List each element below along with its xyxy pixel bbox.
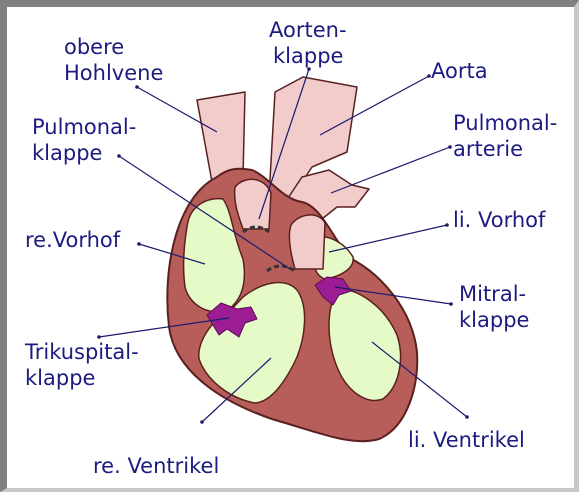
label-line: Hohlvene (64, 60, 163, 86)
label-line: Pulmonal- (32, 114, 136, 140)
leader-dot-li-ventrikel (465, 415, 469, 419)
label-line: Trikuspital- (25, 339, 139, 365)
pulmonary-root-shape (289, 215, 325, 269)
label-line: li. Ventrikel (408, 427, 525, 453)
label-pulmonalarterie: Pulmonal- arterie (453, 110, 557, 162)
label-line: klappe (32, 140, 136, 166)
leader-dot-re-vorhof (137, 242, 141, 246)
leader-dot-li-vorhof (445, 223, 449, 227)
label-line: li. Vorhof (453, 207, 545, 233)
leader-dot-mitralklappe (449, 302, 453, 306)
label-line: klappe (459, 307, 529, 333)
label-mitralklappe: Mitral- klappe (459, 281, 529, 333)
aorta-root-shape (235, 179, 271, 229)
label-obere-hohlvene: obere Hohlvene (64, 34, 163, 86)
label-li-ventrikel: li. Ventrikel (408, 427, 525, 453)
label-line: klappe (269, 43, 347, 69)
label-line: Aorten- (269, 17, 347, 43)
label-line: Mitral- (459, 281, 529, 307)
label-li-vorhof: li. Vorhof (453, 207, 545, 233)
label-line: klappe (25, 365, 139, 391)
label-line: Aorta (431, 58, 488, 84)
label-re-vorhof: re.Vorhof (25, 227, 120, 253)
label-line: re.Vorhof (25, 227, 120, 253)
label-line: arterie (453, 136, 557, 162)
label-trikuspitalklappe: Trikuspital- klappe (25, 339, 139, 391)
leader-pulmonalarterie (331, 147, 450, 193)
heart-illustration (167, 77, 417, 441)
label-line: obere (64, 34, 163, 60)
label-aortenklappe: Aorten- klappe (269, 17, 347, 69)
label-re-ventrikel: re. Ventrikel (93, 453, 219, 479)
leader-dot-pulmonalarterie (448, 145, 452, 149)
leader-li-vorhof (329, 225, 447, 252)
label-aorta: Aorta (431, 58, 488, 84)
label-line: re. Ventrikel (93, 453, 219, 479)
leader-dot-re-ventrikel (200, 420, 204, 424)
label-line: Pulmonal- (453, 110, 557, 136)
label-pulmonalklappe: Pulmonal- klappe (32, 114, 136, 166)
